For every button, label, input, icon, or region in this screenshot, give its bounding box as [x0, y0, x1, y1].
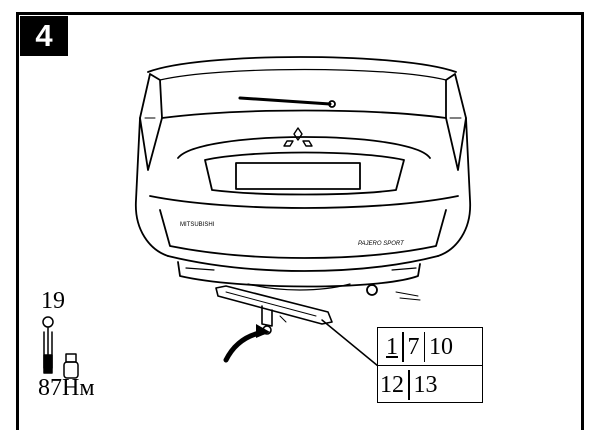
cell-separator	[402, 332, 404, 362]
instruction-frame	[16, 12, 584, 430]
leader-line	[321, 319, 379, 367]
badge-right: PAJERO SPORT	[358, 241, 405, 247]
right-tail-light	[445, 73, 467, 171]
step-number-badge: 4	[20, 16, 68, 56]
tow-ball-mount	[261, 305, 273, 327]
parts-reference-table: 1 7 10 12 13	[377, 327, 483, 403]
bumper-skirt	[177, 261, 421, 288]
cell-separator	[423, 332, 425, 362]
left-tail-light	[139, 73, 163, 171]
badge-left: MITSUBISHI	[180, 222, 215, 228]
tailgate-handle-line	[177, 136, 431, 159]
tailgate-bottom	[149, 195, 459, 209]
bumper-lower	[167, 255, 439, 272]
wiper-pivot	[328, 100, 336, 108]
part-number: 10	[429, 333, 453, 360]
tailgate-top	[161, 109, 447, 119]
spare-wheel-edge	[247, 283, 351, 291]
part-number: 12	[380, 371, 404, 398]
exhaust-lines	[395, 291, 421, 301]
right-body-side	[437, 117, 471, 257]
roof-line	[147, 56, 457, 73]
socket-size-label: 19	[41, 288, 65, 314]
install-arrow-icon	[223, 324, 270, 363]
torque-value-label: 87Нм	[38, 375, 95, 401]
parts-row-1: 1 7 10	[378, 328, 482, 366]
part-number: 7	[407, 333, 420, 360]
tow-bar	[215, 285, 333, 335]
cell-separator	[408, 370, 410, 400]
license-plate	[235, 162, 361, 190]
parts-row-2: 12 13	[378, 365, 482, 404]
torque-wrench-with-socket-icon	[42, 316, 79, 379]
license-plate-recess	[204, 151, 405, 196]
three-diamond-logo-icon	[283, 127, 313, 147]
exhaust-tip	[366, 284, 378, 296]
left-body-side	[135, 117, 169, 257]
bumper-top	[159, 209, 447, 259]
tow-bar-crossbeam	[215, 285, 333, 325]
part-number: 13	[413, 371, 438, 398]
glass-top	[159, 68, 447, 81]
rear-wiper	[238, 96, 332, 106]
part-number: 1	[386, 333, 398, 360]
vehicle-rear: MITSUBISHI PAJERO SPORT	[135, 56, 471, 301]
